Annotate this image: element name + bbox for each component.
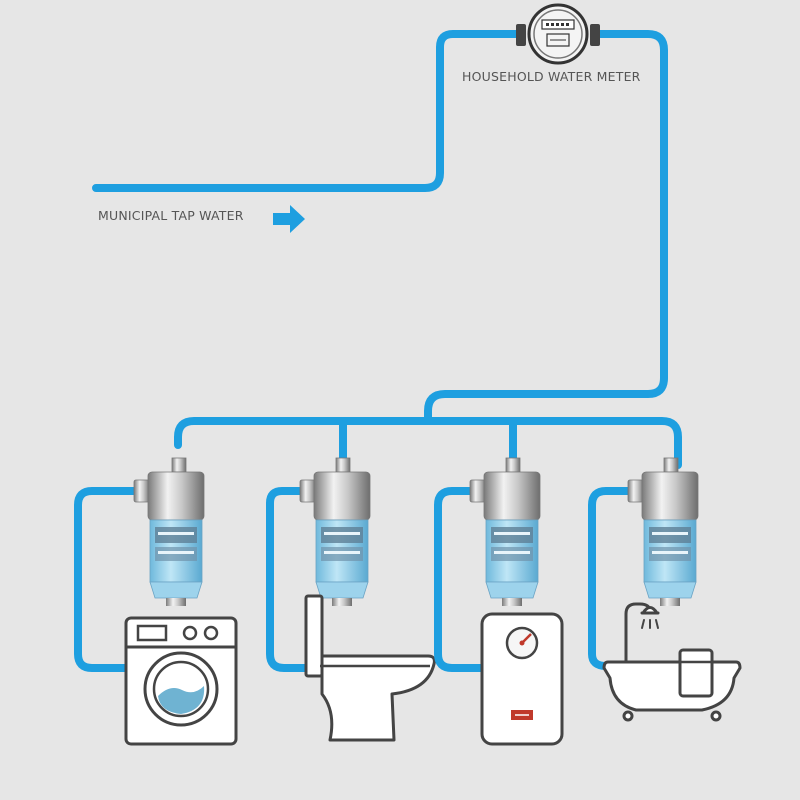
water-filter-icon [627, 457, 699, 606]
supply-pipe [92, 30, 682, 469]
toilet-icon [304, 594, 436, 742]
bathtub-branch [588, 457, 742, 722]
toilet-branch [266, 457, 436, 742]
washer-branch [74, 457, 238, 746]
water-heater-icon [480, 612, 564, 746]
bathtub-shower-icon [602, 602, 742, 722]
meter-label: HOUSEHOLD WATER METER [462, 69, 641, 84]
washing-machine-icon [124, 616, 238, 746]
water-meter-icon [516, 3, 600, 65]
water-filter-icon [469, 457, 541, 606]
heater-branch [434, 457, 564, 746]
flow-arrow-icon [273, 205, 305, 233]
water-filter-icon [133, 457, 205, 606]
water-filter-icon [299, 457, 371, 606]
tap-water-label: MUNICIPAL TAP WATER [98, 208, 244, 223]
